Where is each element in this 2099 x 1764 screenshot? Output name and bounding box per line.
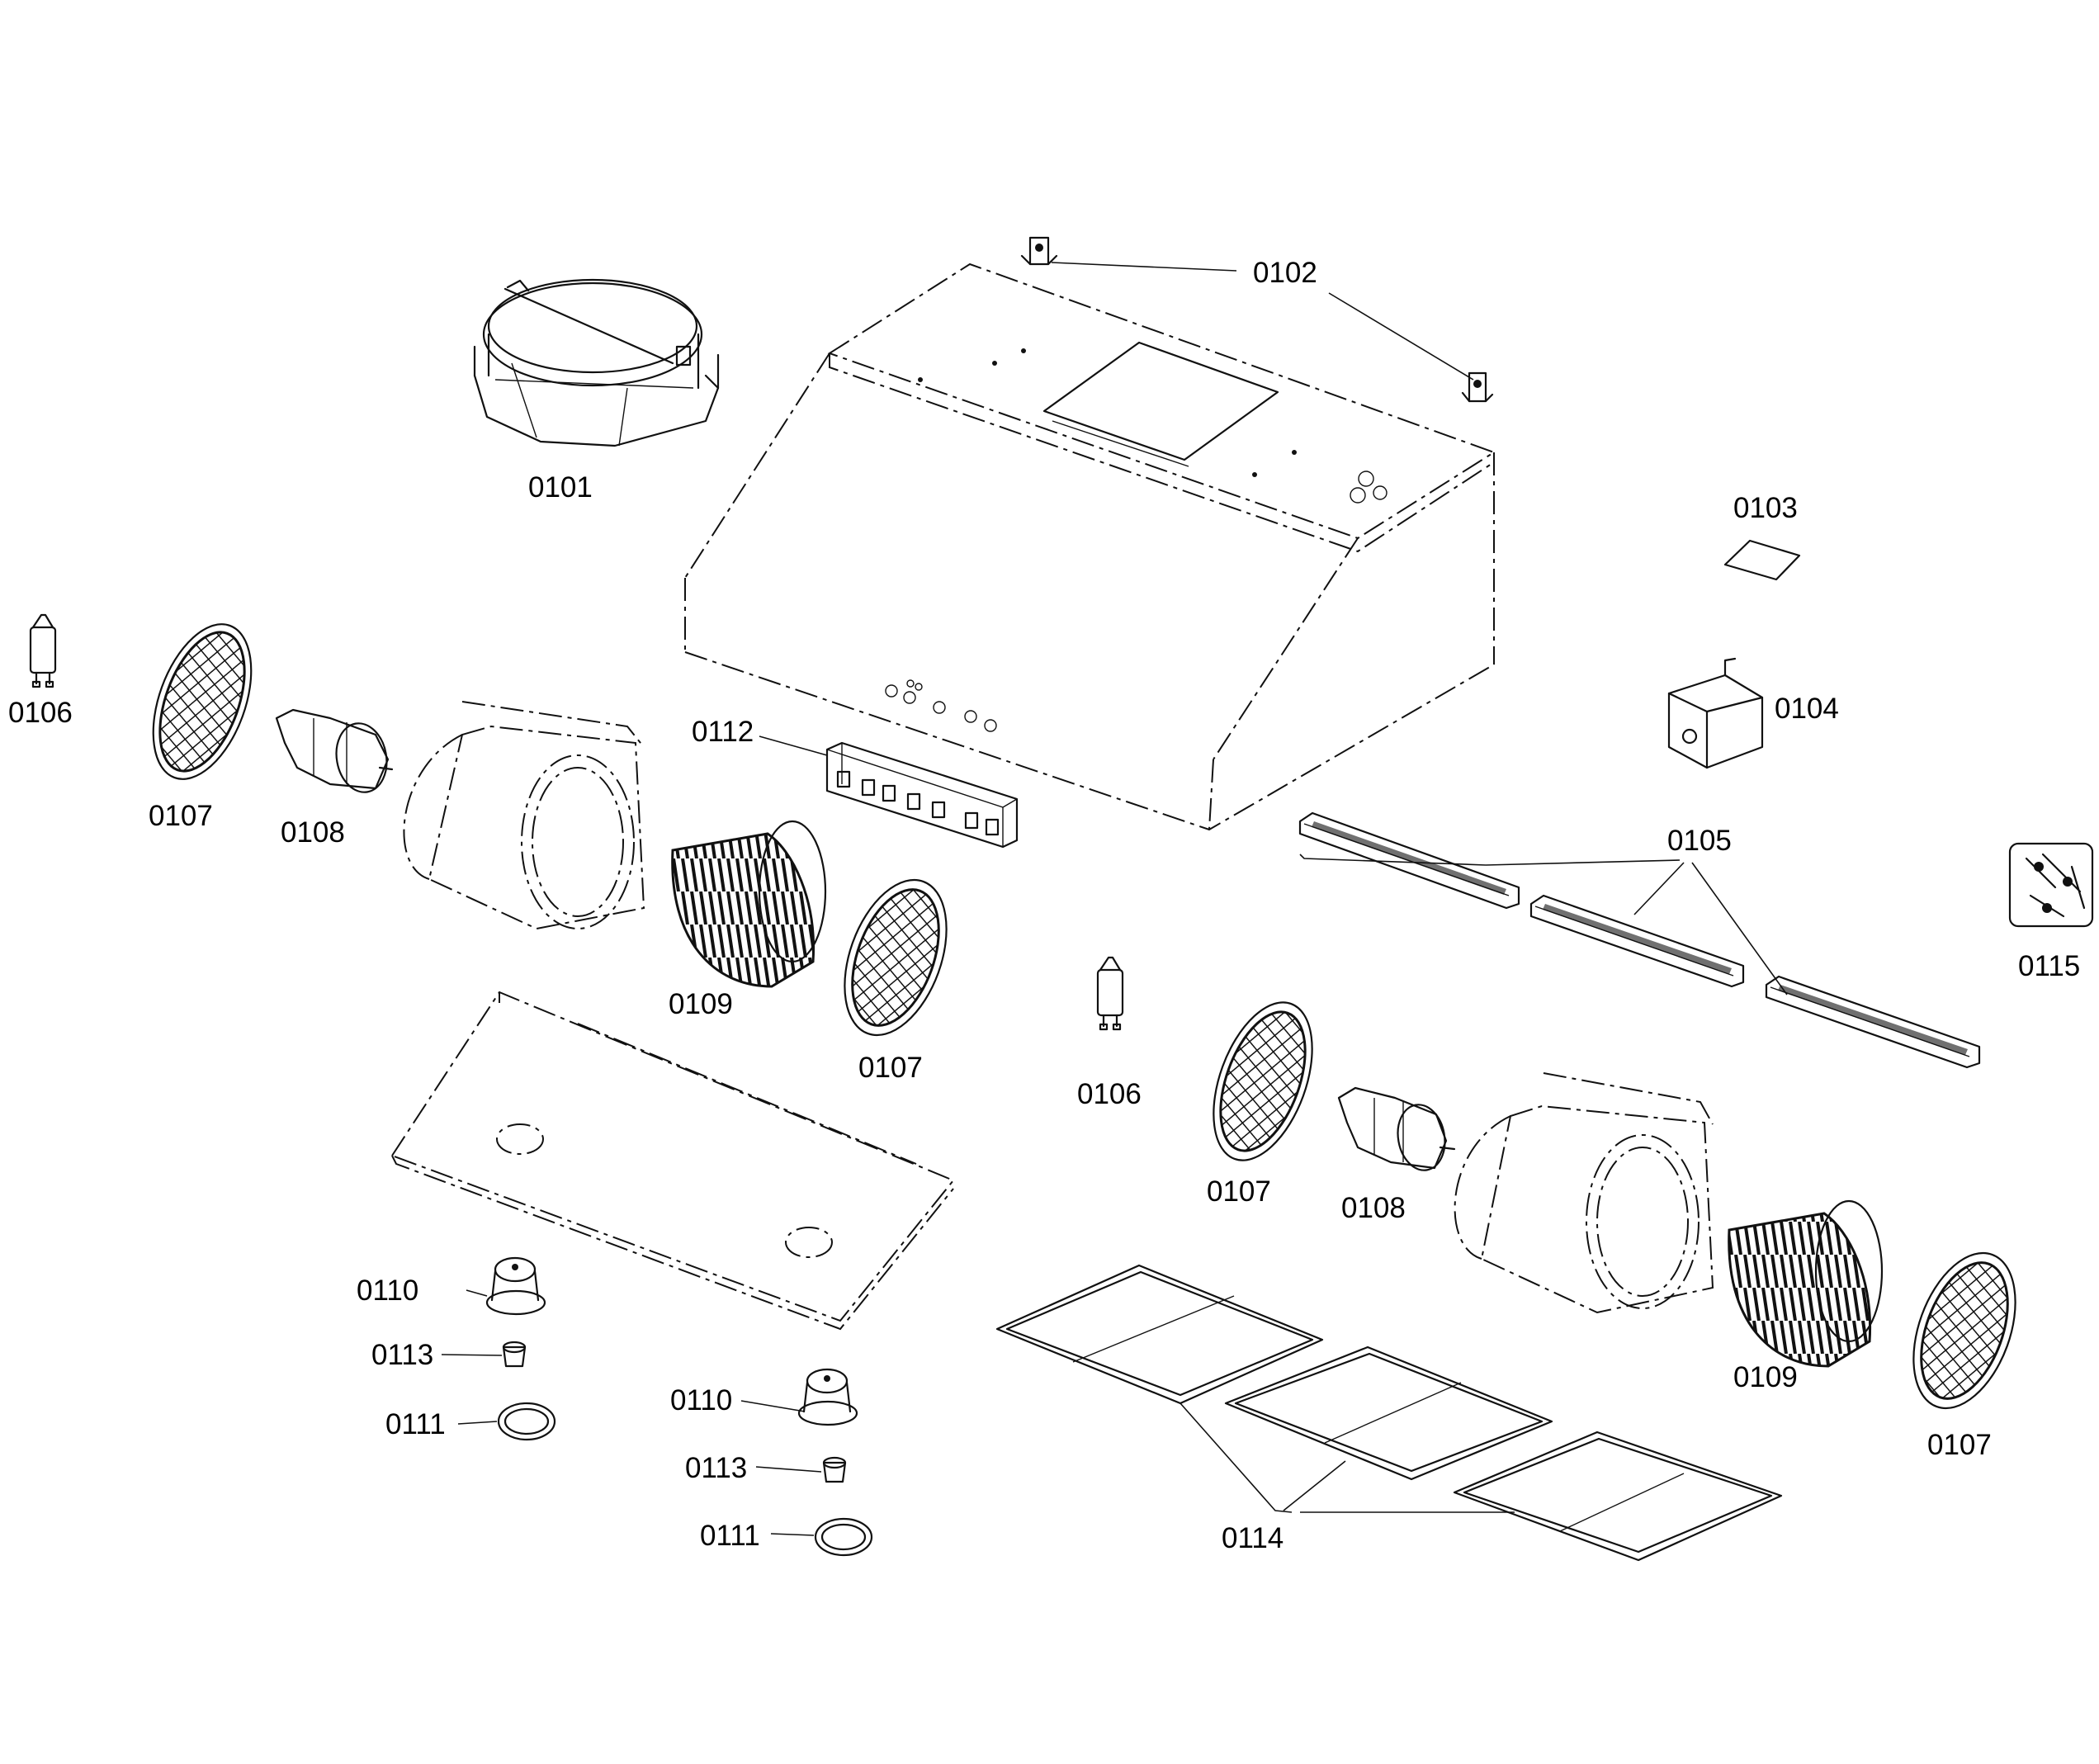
light-channel-2[interactable] xyxy=(1529,894,1745,988)
hardware-bag[interactable] xyxy=(2008,842,2094,928)
hood-body[interactable] xyxy=(684,262,1496,831)
fan-grille-right-center[interactable] xyxy=(1194,989,1331,1174)
fan-wheel-left[interactable] xyxy=(671,820,827,988)
fan-grille-right[interactable] xyxy=(1894,1239,2035,1422)
bottom-panel[interactable] xyxy=(390,991,955,1331)
blower-housing-left[interactable] xyxy=(403,701,645,930)
ring-left[interactable] xyxy=(497,1402,556,1441)
label-0101: 0101 xyxy=(528,471,593,504)
label-0106-left: 0106 xyxy=(8,697,73,729)
label-0114: 0114 xyxy=(1222,1522,1284,1554)
label-0108-right: 0108 xyxy=(1341,1192,1406,1224)
bulb-left[interactable] xyxy=(502,1341,527,1368)
label-0112: 0112 xyxy=(692,716,754,748)
label-0104: 0104 xyxy=(1775,693,1839,725)
light-channel-1[interactable] xyxy=(1298,811,1520,910)
fan-motor-right[interactable] xyxy=(1337,1086,1456,1174)
label-0107-center: 0107 xyxy=(858,1052,923,1084)
mounting-bracket-2[interactable] xyxy=(1461,371,1494,403)
label-0105: 0105 xyxy=(1667,825,1732,857)
label-0110-center: 0110 xyxy=(670,1384,732,1416)
ring-center[interactable] xyxy=(814,1517,873,1557)
blower-housing-right[interactable] xyxy=(1454,1072,1714,1314)
capacitor-left[interactable] xyxy=(29,613,57,688)
label-0110-left: 0110 xyxy=(357,1275,418,1307)
label-0103: 0103 xyxy=(1733,492,1798,524)
label-0107-right: 0107 xyxy=(1927,1429,1992,1461)
fan-motor-left[interactable] xyxy=(275,708,394,797)
leader-lines xyxy=(441,262,1788,1536)
duct-adapter[interactable] xyxy=(473,278,720,447)
label-0115: 0115 xyxy=(2018,950,2080,982)
label-0111-center: 0111 xyxy=(700,1520,760,1552)
junction-box[interactable] xyxy=(1667,657,1764,769)
fan-grille-left[interactable] xyxy=(135,611,271,792)
label-0102: 0102 xyxy=(1253,257,1317,289)
bulb-center[interactable] xyxy=(822,1456,847,1483)
fan-grille-center[interactable] xyxy=(825,866,966,1049)
grease-filter-2[interactable] xyxy=(1224,1345,1553,1481)
label-0107-left: 0107 xyxy=(149,800,213,832)
label-0111-left: 0111 xyxy=(385,1408,446,1440)
label-0109-right: 0109 xyxy=(1733,1361,1798,1393)
light-housing-center[interactable] xyxy=(797,1368,858,1426)
cover-plate[interactable] xyxy=(1723,539,1801,581)
label-0113-left: 0113 xyxy=(371,1339,433,1371)
fan-wheel-right[interactable] xyxy=(1728,1199,1884,1368)
control-knobs xyxy=(885,679,997,732)
label-0109-left: 0109 xyxy=(669,988,733,1020)
label-0108-left: 0108 xyxy=(281,816,345,849)
light-channel-3[interactable] xyxy=(1765,975,1981,1069)
mounting-bracket-1[interactable] xyxy=(1020,236,1058,266)
label-0106-center: 0106 xyxy=(1077,1078,1142,1110)
light-housing-left[interactable] xyxy=(485,1256,546,1316)
part-labels: 0101 0102 0103 0104 0105 0106 0106 0107 … xyxy=(8,257,2080,1554)
control-panel[interactable] xyxy=(825,741,1019,849)
capacitor-center[interactable] xyxy=(1096,956,1124,1031)
grease-filter-1[interactable] xyxy=(995,1264,1324,1405)
label-0107-right-center: 0107 xyxy=(1207,1175,1271,1208)
label-0113-center: 0113 xyxy=(685,1452,747,1484)
grease-filter-3[interactable] xyxy=(1453,1431,1783,1562)
